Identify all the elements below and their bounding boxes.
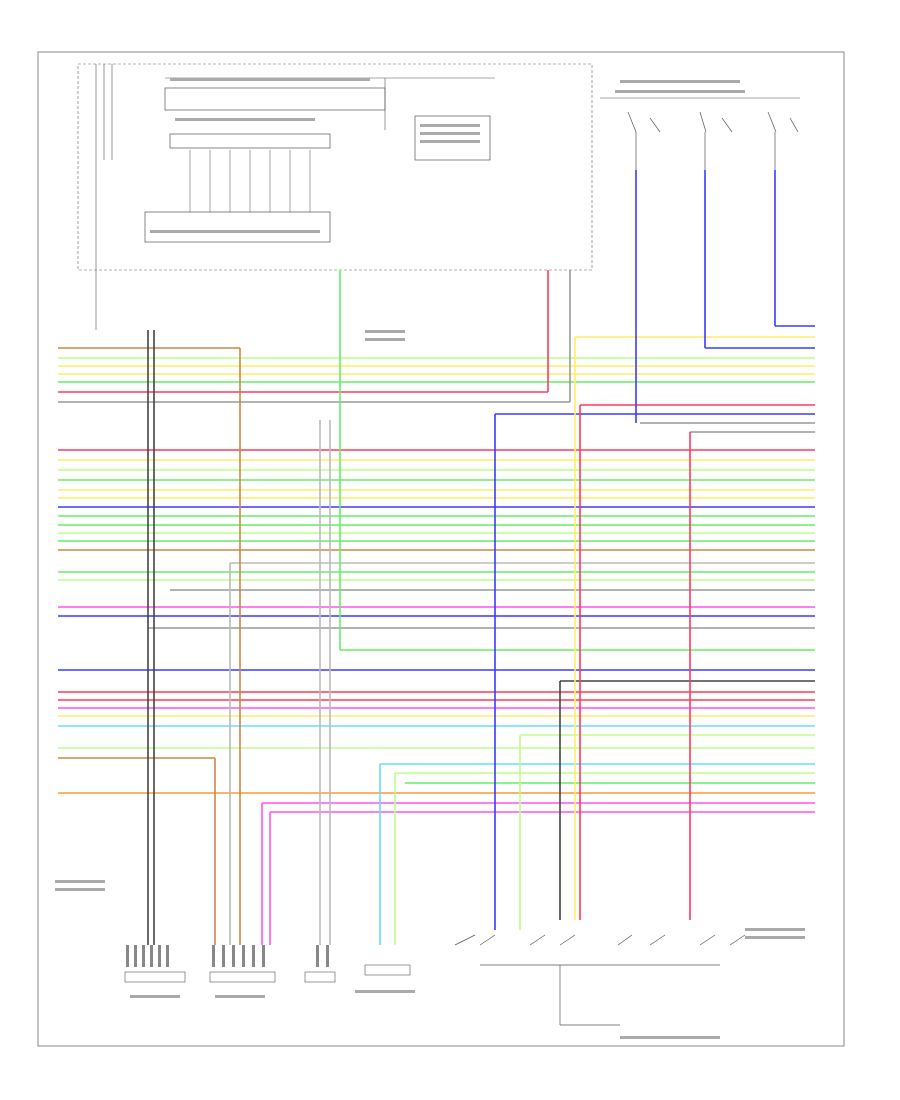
input-circuit-box (144, 211, 331, 243)
switch-contacts (627, 111, 799, 170)
bottom-connectors (124, 964, 411, 983)
top-module-region (77, 63, 593, 271)
module-pins (189, 150, 311, 212)
control-circuit-box (169, 133, 331, 149)
control-module-box (164, 87, 386, 111)
bottom-switches (454, 934, 746, 1026)
bottom-pins (126, 945, 329, 967)
label-marks (55, 78, 805, 1039)
diagram-frame (37, 51, 845, 1047)
inset-module-box (414, 115, 491, 161)
wire-group (58, 170, 815, 945)
